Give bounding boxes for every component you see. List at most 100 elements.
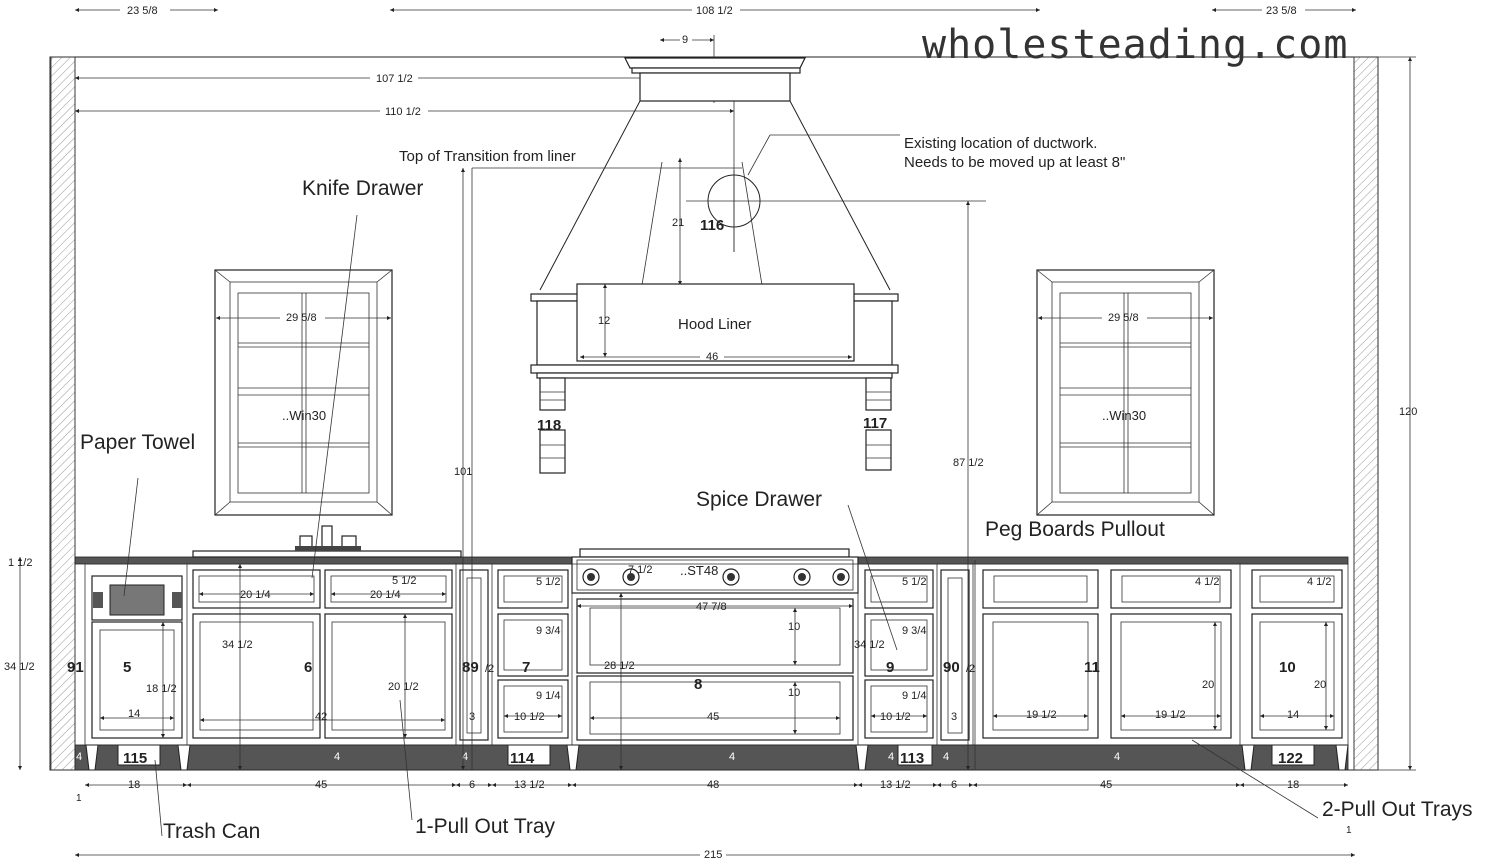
callout-pull-out-2: 2-Pull Out Trays: [1322, 798, 1473, 821]
left-corbel: [539, 377, 566, 474]
dim-c5-drawer: 18 1/2: [146, 683, 177, 695]
cab-8: 8: [694, 676, 702, 693]
dim-c90-3: 3: [951, 711, 957, 723]
dim-c6-d1: 20 1/4: [240, 589, 271, 601]
cab-6: 6: [304, 659, 312, 676]
dim-c7-w: 10 1/2: [514, 711, 545, 723]
dim-107: 107 1/2: [376, 73, 413, 85]
dim-c10-w: 14: [1287, 709, 1299, 721]
cab-5: 5: [123, 659, 131, 676]
cabinet-dimensions: 18 1/2 14 20 1/4 20 1/4 5 1/2 34 1/2 20 …: [100, 564, 1334, 770]
callout-spice-drawer: Spice Drawer: [696, 488, 822, 511]
dim-bot-215: 215: [704, 849, 722, 859]
dim-c6-d3: 5 1/2: [392, 575, 416, 587]
base-cabinets: [84, 563, 1349, 746]
dim-c9-a: 5 1/2: [902, 576, 926, 588]
dim-c7-b: 9 3/4: [536, 625, 560, 637]
dim-bot-6a: 6: [469, 779, 475, 791]
dim-c89-sub: /2: [485, 663, 494, 675]
watermark: wholesteading.com: [922, 22, 1348, 68]
dim-c7-a: 5 1/2: [536, 576, 560, 588]
dim-bot-18b: 18: [1287, 779, 1299, 791]
cab-10: 10: [1279, 659, 1296, 676]
dim-bot-6b: 6: [951, 779, 957, 791]
dim-c9-34: 34 1/2: [854, 639, 885, 651]
callout-top-transition: Top of Transition from liner: [399, 148, 576, 165]
cab-118: 118: [537, 417, 561, 434]
cab-11: 11: [1084, 659, 1100, 676]
callout-duct-note-1: Existing location of ductwork.: [904, 135, 1097, 152]
dim-c9-w: 10 1/2: [880, 711, 911, 723]
toe-kick-dims: 4 4 4 4 4 4 4: [76, 751, 1120, 763]
mark-1b: 1: [1346, 825, 1352, 836]
toe-kick: [74, 744, 1349, 771]
callout-knife-drawer: Knife Drawer: [302, 177, 423, 200]
cab-91: 91: [67, 659, 84, 676]
window-left-label: ..Win30: [282, 408, 326, 423]
wall: [49, 56, 1379, 771]
cab-114: 114: [510, 750, 535, 767]
dim-hood-top: 9: [682, 34, 688, 46]
dim-toe-4a: 4: [76, 751, 82, 763]
dim-toe-4g: 4: [1114, 751, 1120, 763]
dim-range-45: 45: [707, 711, 719, 723]
window-right: 29 5/8 ..Win30: [1036, 269, 1215, 516]
dim-110: 110 1/2: [385, 106, 421, 118]
dim-vert-101: 101: [454, 466, 472, 478]
dim-hood-21: 21: [672, 217, 684, 229]
cab-122: 122: [1278, 750, 1303, 767]
dim-range-7: 7 1/2: [628, 564, 652, 576]
top-dimensions: 23 5/8 108 1/2 23 5/8 9 107 1/2 110 1/2: [75, 5, 1356, 252]
dim-c11-h: 20: [1202, 679, 1214, 691]
dim-bot-45a: 45: [315, 779, 327, 791]
dim-toe-4b: 4: [334, 751, 340, 763]
dim-range-10b: 10: [788, 687, 800, 699]
dim-bot-18a: 18: [128, 779, 140, 791]
cab-117: 117: [863, 415, 887, 432]
dim-toe-4d: 4: [729, 751, 735, 763]
dim-bot-45b: 45: [1100, 779, 1112, 791]
dim-c11-a: 4 1/2: [1195, 576, 1219, 588]
dim-c10-h: 20: [1314, 679, 1326, 691]
dim-c6-height: 34 1/2: [222, 639, 253, 651]
dim-c6-door: 20 1/2: [388, 681, 419, 693]
dim-bot-48: 48: [707, 779, 719, 791]
cab-115: 115: [123, 750, 147, 767]
dim-win-left: 29 5/8: [286, 312, 317, 324]
mark-1a: 1: [76, 793, 82, 804]
range-top: ..ST48 7 1/2: [571, 548, 859, 594]
dim-top-left: 23 5/8: [127, 5, 158, 17]
callout-duct-note-2: Needs to be moved up at least 8": [904, 154, 1125, 171]
dim-c11-w2: 19 1/2: [1155, 709, 1186, 721]
dim-range-47: 47 7/8: [696, 601, 727, 613]
callout-trash-can: Trash Can: [163, 820, 260, 843]
leader-lines: [123, 214, 1319, 837]
dim-c90-sub: /2: [966, 663, 975, 675]
dim-win-right: 29 5/8: [1108, 312, 1139, 324]
dim-toe-4e: 4: [888, 751, 894, 763]
dim-bot-13b: 13 1/2: [880, 779, 911, 791]
dim-range-28: 28 1/2: [604, 660, 635, 672]
dim-left-34: 34 1/2: [4, 661, 35, 673]
dim-top-center: 108 1/2: [696, 5, 733, 17]
dim-c5-width: 14: [128, 708, 140, 720]
dim-c7-c: 9 1/4: [536, 690, 560, 702]
dim-bot-13a: 13 1/2: [514, 779, 545, 791]
dim-liner-46: 46: [706, 351, 718, 363]
hood-liner-label: Hood Liner: [678, 316, 751, 333]
cab-7: 7: [522, 659, 530, 676]
dim-left-1: 1 1/2: [8, 557, 32, 569]
cab-116: 116: [700, 217, 724, 234]
dim-vert-120: 120: [1399, 406, 1417, 418]
cab-90: 90: [943, 659, 960, 676]
window-right-label: ..Win30: [1102, 408, 1146, 423]
callout-pull-out-1: 1-Pull Out Tray: [415, 815, 556, 838]
callout-peg-boards: Peg Boards Pullout: [985, 518, 1165, 541]
dim-c11-w1: 19 1/2: [1026, 709, 1057, 721]
dim-vert-87: 87 1/2: [953, 457, 984, 469]
dim-toe-4c: 4: [462, 751, 468, 763]
dim-c9-b: 9 3/4: [902, 625, 926, 637]
vertical-dims: 101 87 1/2 120 1 1/2 34 1/2: [4, 56, 1417, 771]
